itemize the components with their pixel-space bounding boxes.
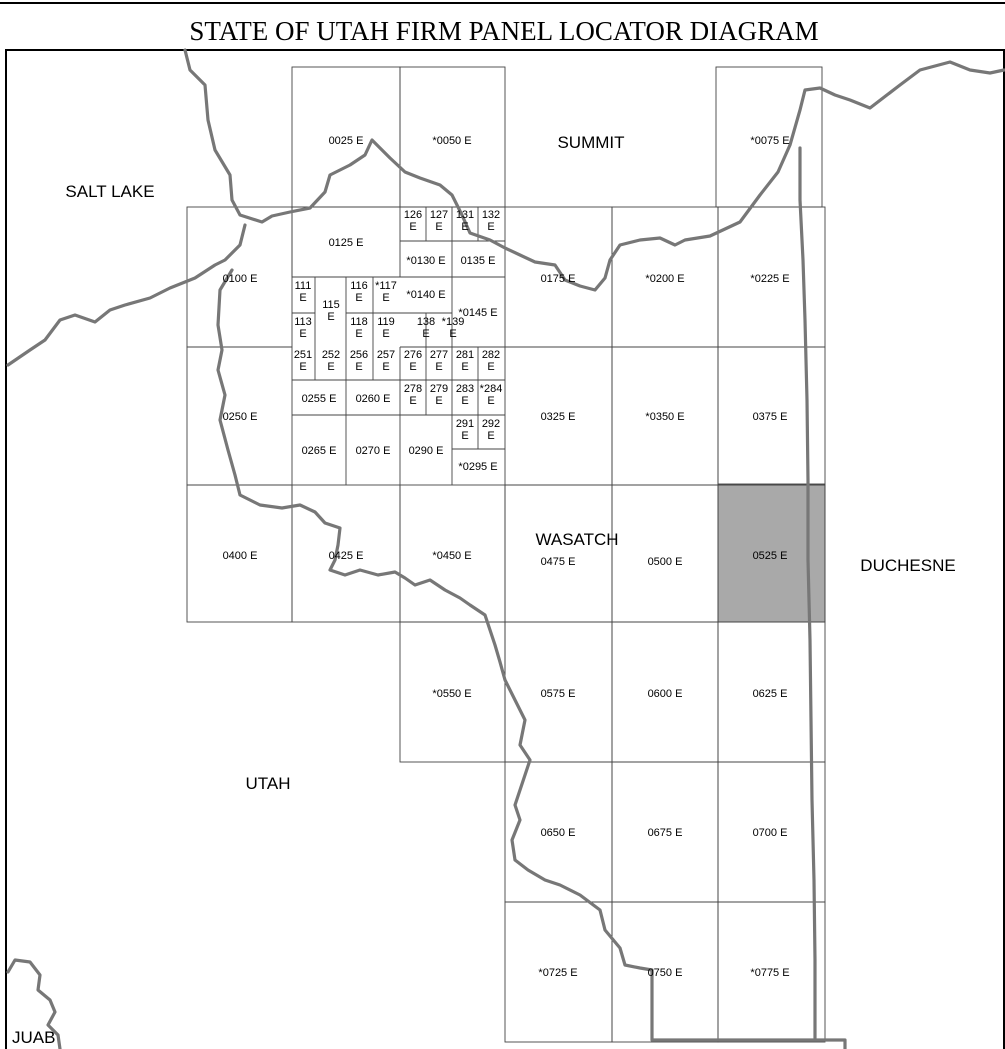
map-title: STATE OF UTAH FIRM PANEL LOCATOR DIAGRAM: [189, 16, 818, 46]
panel-label: *0725 E: [538, 967, 577, 979]
panel-label: 0700 E: [753, 827, 788, 839]
county-label: SALT LAKE: [65, 182, 154, 201]
county-labels: SALT LAKE SUMMIT WASATCH DUCHESNE UTAH JUAB: [12, 133, 956, 1047]
panel-label: 0125 E: [329, 237, 364, 249]
county-label: JUAB: [12, 1028, 55, 1047]
panel-cell: [611, 484, 719, 623]
panel-label: 0575 E: [541, 688, 576, 700]
panel-label: 0675 E: [648, 827, 683, 839]
panel-label: 0025 E: [329, 135, 364, 147]
panel-label: 0250 E: [223, 411, 258, 423]
panel-label: *0075 E: [750, 135, 789, 147]
panel-cell: [504, 484, 613, 623]
panel-label: 0175 E: [541, 273, 576, 285]
panel-label: *0200 E: [645, 273, 684, 285]
panel-label: *0550 E: [432, 688, 471, 700]
panel-label: 0500 E: [648, 556, 683, 568]
panel-label: *0050 E: [432, 135, 471, 147]
panel-label: *0130 E: [406, 255, 445, 267]
county-boundaries: [6, 48, 1005, 1049]
panel-label: 0260 E: [356, 393, 391, 405]
panel-label: *0450 E: [432, 550, 471, 562]
county-label: WASATCH: [535, 530, 618, 549]
panel-label: *0145 E: [458, 307, 497, 319]
map-frame: [5, 49, 1005, 1049]
panel-grid: [186, 66, 826, 1043]
panel-label: 0650 E: [541, 827, 576, 839]
panel-label: *0295 E: [458, 461, 497, 473]
panel-label: 0255 E: [302, 393, 337, 405]
panel-label: 0265 E: [302, 445, 337, 457]
panel-label: 0290 E: [409, 445, 444, 457]
county-label: DUCHESNE: [860, 556, 955, 575]
panel-label: 0525 E: [753, 550, 788, 562]
panel-label: 0270 E: [356, 445, 391, 457]
county-boundary-line: [183, 48, 1005, 292]
county-boundary-line: [650, 968, 847, 1049]
panel-label: 0375 E: [753, 411, 788, 423]
panel-label: 0625 E: [753, 688, 788, 700]
panel-label: *0225 E: [750, 273, 789, 285]
county-label: SUMMIT: [557, 133, 624, 152]
county-boundary-line: [6, 958, 62, 1049]
panel-label: 0100 E: [223, 273, 258, 285]
panel-label: *0140 E: [406, 289, 445, 301]
panel-label: 0425 E: [329, 550, 364, 562]
county-boundary-line: [216, 268, 654, 972]
panel-label: *0775 E: [750, 967, 789, 979]
panel-label: 0475 E: [541, 556, 576, 568]
panel-label: 0750 E: [648, 967, 683, 979]
county-label: UTAH: [245, 774, 290, 793]
county-boundary-line: [6, 223, 247, 367]
panel-label: *0350 E: [645, 411, 684, 423]
panel-label: 0135 E: [461, 255, 496, 267]
panel-cell: [717, 901, 826, 1043]
county-boundary-line: [798, 146, 817, 1040]
panel-label: 0325 E: [541, 411, 576, 423]
panel-label: 0400 E: [223, 550, 258, 562]
panel-label: 0600 E: [648, 688, 683, 700]
